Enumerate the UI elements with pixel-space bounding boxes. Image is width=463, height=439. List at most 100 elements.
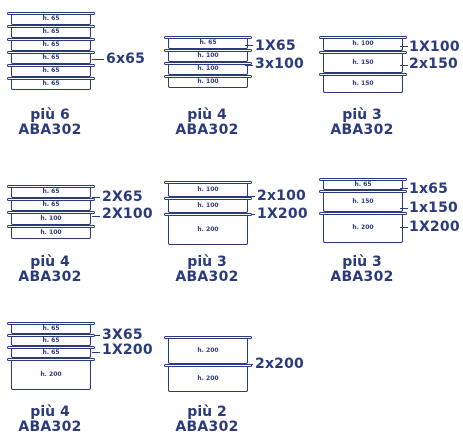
caption-quantity: più 6 (30, 107, 70, 123)
leader-line (245, 196, 255, 197)
caption-product-code: ABA302 (175, 269, 239, 285)
container-box: h. 150 (319, 51, 407, 73)
leader-line (92, 216, 100, 217)
leader-line (245, 65, 253, 66)
container-stack: h. 65 h. 65 h. 65 h. 65 h. 65 h. 65 (7, 12, 95, 90)
container-box: h. 65 (7, 64, 95, 77)
caption-quantity: più 3 (342, 254, 382, 270)
container-box: h. 65 (7, 198, 95, 211)
container-box: h. 100 (164, 181, 252, 197)
container-box: h. 200 (7, 358, 95, 390)
leader-line (400, 188, 408, 189)
container-height-label: h. 100 (40, 214, 62, 222)
spec-label: 2X65 (102, 189, 143, 205)
spec-label: 2x150 (409, 56, 458, 72)
combo-caption: più 3 ABA302 (307, 108, 417, 138)
spec-label: 1X65 (255, 38, 296, 54)
container-box: h. 65 (7, 25, 95, 38)
caption-product-code: ABA302 (18, 269, 82, 285)
leader-line (92, 197, 100, 198)
container-box: h. 100 (319, 36, 407, 51)
container-box: h. 65 (7, 346, 95, 358)
container-box: h. 65 (7, 77, 95, 90)
container-height-label: h. 100 (197, 52, 219, 59)
container-box: h. 65 (164, 36, 252, 49)
container-height-label: h. 200 (197, 225, 219, 233)
container-height-label: h. 150 (352, 197, 374, 205)
container-height-label: h. 200 (197, 346, 219, 354)
container-height-label: h. 65 (42, 54, 60, 61)
container-height-label: h. 100 (352, 40, 374, 47)
container-height-label: h. 200 (197, 374, 219, 382)
combo-caption: più 3 ABA302 (152, 255, 262, 285)
spec-label: 1x65 (409, 181, 449, 197)
container-box: h. 200 (164, 213, 252, 245)
container-box: h. 65 (7, 322, 95, 334)
caption-product-code: ABA302 (175, 122, 239, 138)
spec-label: 1X200 (409, 219, 460, 235)
leader-line (400, 227, 408, 228)
spec-label: 2x100 (257, 188, 306, 204)
container-height-label: h. 65 (42, 324, 60, 332)
container-stack: h. 65 h. 100 h. 100 h. 100 (164, 36, 252, 88)
container-height-label: h. 65 (42, 201, 60, 208)
container-box: h. 200 (164, 336, 252, 364)
container-box: h. 65 (7, 51, 95, 64)
spec-label: 1X200 (257, 206, 308, 222)
container-box: h. 65 (7, 185, 95, 198)
container-box: h. 100 (7, 211, 95, 225)
container-height-label: h. 100 (197, 78, 219, 85)
container-height-label: h. 150 (352, 79, 374, 87)
caption-product-code: ABA302 (18, 419, 82, 435)
container-box: h. 100 (7, 225, 95, 239)
caption-quantity: più 3 (342, 107, 382, 123)
container-box: h. 65 (7, 12, 95, 25)
container-box: h. 200 (319, 212, 407, 243)
container-height-label: h. 100 (40, 228, 62, 236)
combo-caption: più 3 ABA302 (307, 255, 417, 285)
container-height-label: h. 65 (42, 336, 60, 344)
container-height-label: h. 65 (42, 15, 60, 22)
container-box: h. 100 (164, 49, 252, 62)
leader-line (92, 352, 100, 353)
spec-label: 1X100 (409, 39, 460, 55)
container-height-label: h. 65 (42, 41, 60, 48)
container-box: h. 100 (164, 75, 252, 88)
caption-product-code: ABA302 (175, 419, 239, 435)
spec-label: 3X65 (102, 327, 143, 343)
container-height-label: h. 200 (40, 370, 62, 378)
container-height-label: h. 65 (354, 180, 372, 188)
container-height-label: h. 100 (197, 201, 219, 209)
container-box: h. 100 (164, 62, 252, 75)
container-box: h. 65 (7, 38, 95, 51)
container-stack: h. 65 h. 65 h. 65 h. 200 (7, 322, 95, 390)
leader-line (400, 46, 408, 47)
container-height-label: h. 65 (42, 80, 60, 87)
container-stack: h. 200 h. 200 (164, 336, 252, 392)
caption-quantity: più 4 (30, 404, 70, 420)
container-height-label: h. 150 (352, 58, 374, 66)
container-stack: h. 65 h. 65 h. 100 h. 100 (7, 185, 95, 239)
container-height-label: h. 65 (42, 67, 60, 74)
leader-line (92, 335, 100, 336)
caption-product-code: ABA302 (330, 122, 394, 138)
combo-caption: più 4 ABA302 (0, 255, 105, 285)
container-box: h. 65 (7, 334, 95, 346)
caption-quantity: più 2 (187, 404, 227, 420)
combo-caption: più 2 ABA302 (152, 405, 262, 435)
container-box: h. 100 (164, 197, 252, 213)
container-box: h. 200 (164, 364, 252, 392)
combo-caption: più 4 ABA302 (0, 405, 105, 435)
container-stack: h. 100 h. 100 h. 200 (164, 181, 252, 245)
container-stack: h. 100 h. 150 h. 150 (319, 36, 407, 93)
caption-product-code: ABA302 (18, 122, 82, 138)
spec-label: 2X100 (102, 206, 153, 222)
container-height-label: h. 100 (197, 185, 219, 193)
container-box: h. 150 (319, 190, 407, 212)
leader-line (245, 45, 253, 46)
leader-line (400, 208, 408, 209)
caption-quantity: più 4 (30, 254, 70, 270)
spec-label: 1x150 (409, 200, 458, 216)
container-box: h. 65 (319, 178, 407, 190)
container-stack: h. 65 h. 150 h. 200 (319, 178, 407, 243)
